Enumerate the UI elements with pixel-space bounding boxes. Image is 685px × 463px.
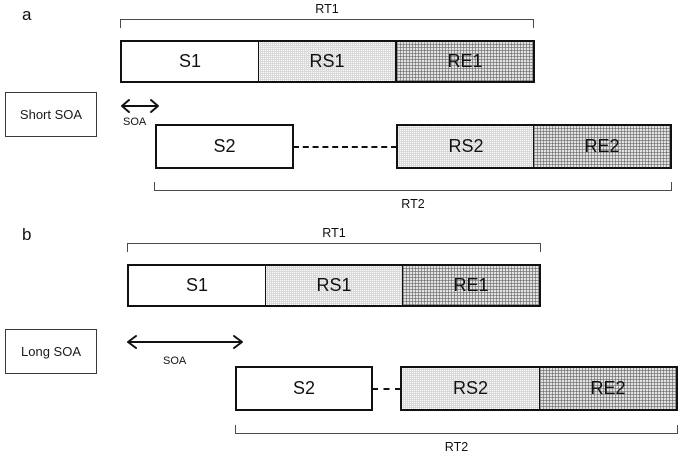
panel-a-dashed-connector [293, 146, 397, 148]
panel-b-task1-segment-re1: RE1 [402, 264, 541, 307]
panel-a-task2-segment-rs2: RS2 [396, 124, 535, 169]
panel-a-task1-segment-s1: S1 [120, 40, 259, 83]
panel-b-rt1-bracket [127, 243, 541, 252]
panel-b-task2-segment-s2-label: S2 [292, 378, 316, 398]
panel-b-task1-segment-rs1-label: RS1 [316, 275, 352, 295]
panel-a-task1-segment-re1: RE1 [396, 40, 535, 83]
panel-b-task1-segment-re1-label: RE1 [453, 275, 489, 295]
panel-b-rt2-bracket [235, 425, 678, 434]
panel-b-task2-segment-rs2-label: RS2 [452, 378, 488, 398]
panel-a-soa-label: SOA [123, 116, 147, 128]
panel-label-b: b [22, 225, 32, 244]
panel-a-task2-segment-rs2-label: RS2 [448, 136, 484, 156]
panel-b-soa-label: SOA [163, 355, 187, 367]
condition-box-long-soa: Long SOA [5, 329, 97, 374]
panel-a-task1-segment-rs1: RS1 [258, 40, 397, 83]
panel-b-soa-arrow [127, 335, 243, 349]
panel-b-task1-segment-rs1: RS1 [265, 264, 404, 307]
condition-box-short-soa-label: Short SOA [19, 107, 83, 122]
panel-b-task1-segment-s1: S1 [127, 264, 266, 307]
panel-b-task2-segment-s2: S2 [235, 366, 373, 411]
panel-a-rt2-label: RT2 [401, 197, 425, 211]
panel-a-task2-segment-s2: S2 [155, 124, 294, 169]
panel-b-task2-segment-re2: RE2 [539, 366, 678, 411]
panel-b-task2-segment-re2-label: RE2 [590, 378, 626, 398]
panel-b-rt2-label: RT2 [444, 440, 469, 454]
panel-a-rt2-bracket [154, 182, 672, 191]
panel-a-rt1-label: RT1 [315, 2, 339, 16]
panel-a-task2-segment-s2-label: S2 [213, 136, 236, 156]
condition-box-long-soa-label: Long SOA [21, 344, 81, 359]
panel-b-dashed-connector [372, 388, 401, 390]
panel-a-task1-segment-s1-label: S1 [178, 51, 202, 71]
panel-b-rt1-label: RT1 [322, 226, 346, 240]
panel-a-task1-segment-rs1-label: RS1 [309, 51, 345, 71]
panel-a-task2-segment-re2-label: RE2 [584, 136, 620, 156]
panel-a-task1-segment-re1-label: RE1 [447, 51, 483, 71]
panel-a-rt1-bracket [120, 19, 534, 28]
panel-b-task1-segment-s1-label: S1 [185, 275, 209, 295]
condition-box-short-soa: Short SOA [5, 92, 97, 137]
panel-a-task2-segment-re2: RE2 [533, 124, 672, 169]
panel-label-a: a [22, 5, 32, 24]
panel-b-task2-segment-rs2: RS2 [400, 366, 540, 411]
panel-a-soa-arrow [121, 99, 159, 113]
